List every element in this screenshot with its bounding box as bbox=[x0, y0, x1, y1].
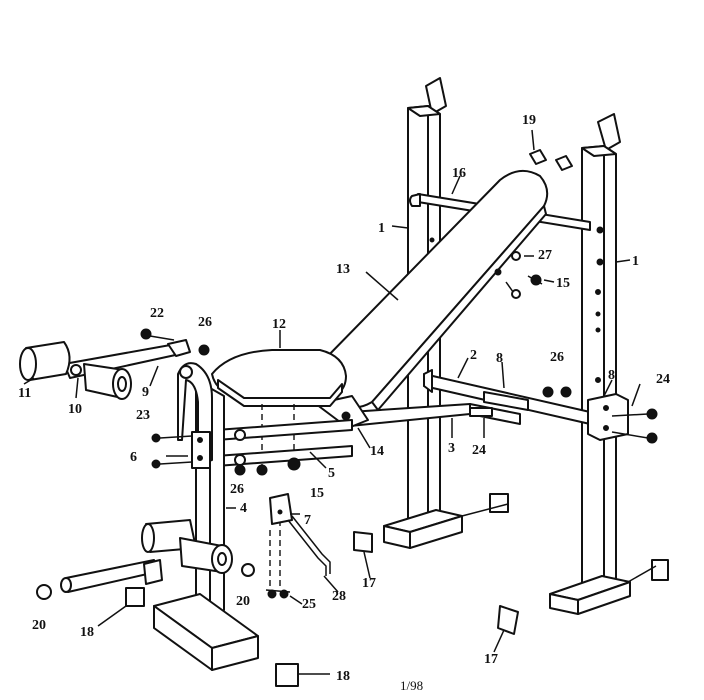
nut-26-right bbox=[542, 386, 572, 398]
adjustment-rod bbox=[287, 515, 331, 576]
label-13: 13 bbox=[336, 262, 350, 277]
bolt-15-upper-b bbox=[494, 268, 521, 299]
label-28: 28 bbox=[332, 589, 346, 604]
label-10: 10 bbox=[68, 402, 82, 417]
bolt-15-upper bbox=[527, 274, 543, 286]
bolt-23 bbox=[151, 433, 193, 469]
seat-bracket bbox=[269, 493, 293, 525]
label-20-left: 20 bbox=[32, 618, 46, 633]
nut-26-top bbox=[198, 344, 210, 356]
label-3: 3 bbox=[448, 441, 455, 456]
label-22: 22 bbox=[150, 306, 164, 321]
label-8-right: 8 bbox=[608, 368, 615, 383]
upper-foam-roller-rear bbox=[19, 341, 71, 381]
label-15-upper: 15 bbox=[556, 276, 570, 291]
label-1-left: 1 bbox=[378, 221, 385, 236]
lower-roller-bar bbox=[60, 559, 163, 593]
label-11: 11 bbox=[18, 386, 31, 401]
label-8-center: 8 bbox=[496, 351, 503, 366]
label-25: 25 bbox=[302, 597, 316, 612]
right-base-foot bbox=[549, 575, 631, 615]
bolt-25 bbox=[265, 589, 291, 599]
right-bracket-plate bbox=[587, 393, 629, 441]
bolt-24-right bbox=[611, 408, 658, 444]
label-23: 23 bbox=[136, 408, 150, 423]
label-9: 9 bbox=[142, 385, 149, 400]
label-17-right: 17 bbox=[484, 652, 498, 667]
page-footer-code: 1/98 bbox=[400, 678, 423, 693]
bolt-27 bbox=[511, 251, 521, 261]
rear-base-frame bbox=[349, 369, 591, 427]
seat-pad bbox=[211, 349, 347, 407]
part-labels: 1 1 2 3 4 5 6 7 8 8 9 10 11 12 13 14 15 … bbox=[18, 113, 670, 684]
front-base-foot bbox=[153, 593, 259, 671]
label-2: 2 bbox=[470, 348, 477, 363]
front-leg-post bbox=[177, 362, 225, 623]
label-24-center: 24 bbox=[472, 443, 486, 458]
label-16: 16 bbox=[452, 166, 466, 181]
foot-pad-17b bbox=[497, 605, 519, 635]
upper-foam-roller-front bbox=[70, 363, 132, 400]
label-20-right: 20 bbox=[236, 594, 250, 609]
label-1-right: 1 bbox=[632, 254, 639, 269]
foot-pad-18b bbox=[275, 663, 299, 687]
backrest-pad bbox=[315, 169, 549, 429]
foot-pad-right-b bbox=[651, 559, 669, 581]
lower-foam-roller-front bbox=[179, 537, 233, 574]
label-17-left: 17 bbox=[362, 576, 376, 591]
label-12: 12 bbox=[272, 317, 286, 332]
knob-15-lower bbox=[256, 457, 301, 476]
label-18-left: 18 bbox=[80, 625, 94, 640]
label-27: 27 bbox=[538, 248, 552, 263]
end-cap-19a bbox=[529, 149, 547, 165]
bolt-22 bbox=[140, 328, 175, 341]
left-base-foot bbox=[383, 509, 463, 549]
label-14: 14 bbox=[370, 444, 384, 459]
foot-pad-right-a bbox=[489, 493, 509, 513]
label-24-right: 24 bbox=[656, 372, 670, 387]
label-18-bottom: 18 bbox=[336, 669, 350, 684]
front-cross-tube bbox=[215, 419, 353, 467]
foot-pad-18a bbox=[125, 587, 145, 607]
pin-20-right bbox=[241, 563, 255, 577]
label-26-lower: 26 bbox=[230, 482, 244, 497]
pin-20-left bbox=[36, 584, 52, 600]
label-15-lower: 15 bbox=[310, 486, 324, 501]
label-19: 19 bbox=[522, 113, 536, 128]
end-cap-19b bbox=[555, 155, 573, 171]
right-upright-post bbox=[581, 113, 621, 591]
label-4: 4 bbox=[240, 501, 247, 516]
foot-pad-17a bbox=[353, 531, 373, 553]
label-26-top: 26 bbox=[198, 315, 212, 330]
leader-lines bbox=[23, 129, 657, 675]
label-6: 6 bbox=[130, 450, 137, 465]
label-7: 7 bbox=[304, 513, 311, 528]
label-26-right: 26 bbox=[550, 350, 564, 365]
label-5: 5 bbox=[328, 466, 335, 481]
nut-26-lower bbox=[234, 464, 246, 476]
